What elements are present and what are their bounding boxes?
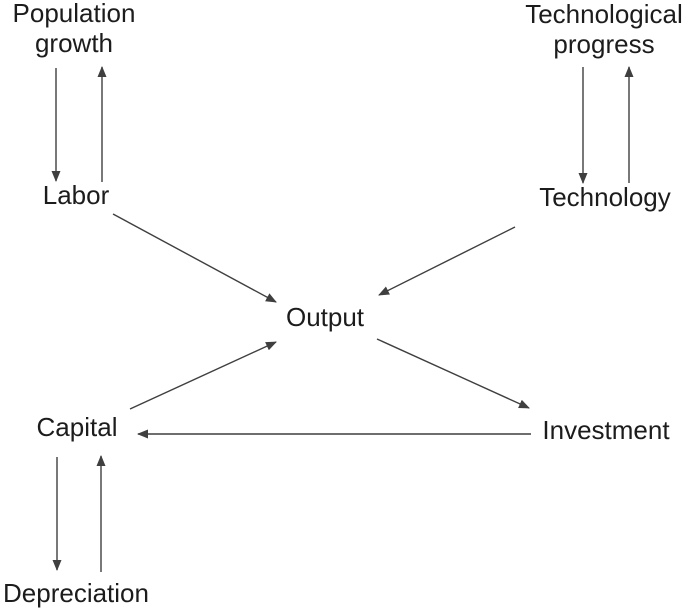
node-investment: Investment xyxy=(542,415,670,445)
node-population-growth: Population growth xyxy=(12,0,136,58)
node-depreciation: Depreciation xyxy=(3,578,149,608)
node-capital: Capital xyxy=(36,412,118,442)
node-technological-progress: Technological progress xyxy=(525,0,683,59)
edge-output-to-investment xyxy=(376,338,530,409)
edge-group xyxy=(51,66,634,572)
edge-technology-to-output xyxy=(378,226,516,296)
edge-capital-to-output xyxy=(129,341,277,410)
node-output: Output xyxy=(285,302,365,332)
edge-labor-to-output xyxy=(112,213,277,303)
node-technology: Technology xyxy=(539,182,671,212)
node-labor: Labor xyxy=(42,180,110,210)
